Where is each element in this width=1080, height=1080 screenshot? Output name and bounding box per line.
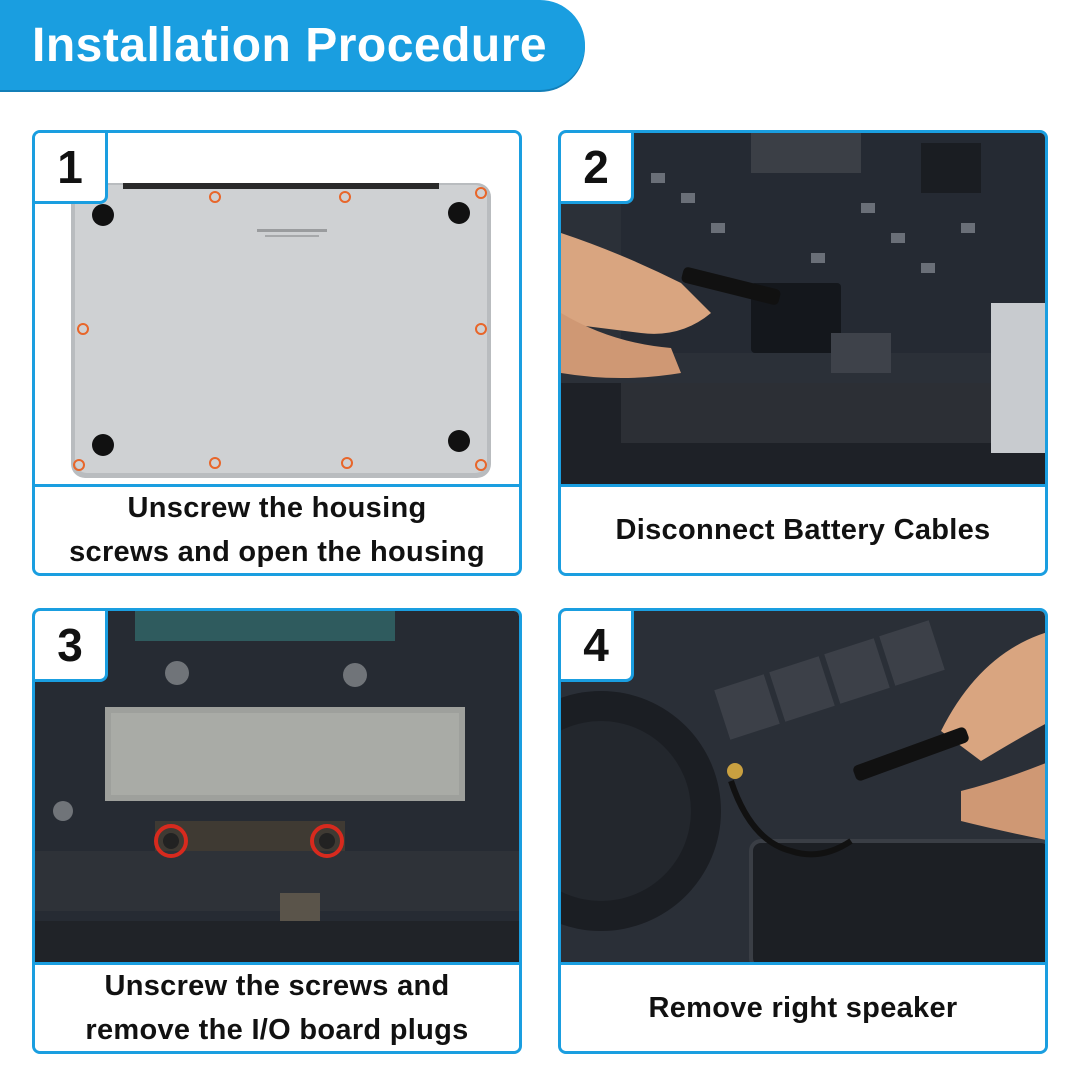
step-2-photo xyxy=(561,133,1045,490)
step-1-panel: 1 Unscrew the housing screws and open th… xyxy=(32,130,522,576)
step-2-panel: 2 Disconnect Battery Cables xyxy=(558,130,1048,576)
title-banner: Installation Procedure xyxy=(0,0,585,90)
step-3-number-badge: 3 xyxy=(35,611,108,682)
step-3-caption-line-1: Unscrew the screws and xyxy=(104,970,450,1002)
step-4-caption: Remove right speaker xyxy=(561,962,1045,1051)
step-1-number: 1 xyxy=(57,141,83,193)
step-2-caption-line-1: Disconnect Battery Cables xyxy=(615,514,991,546)
step-3-panel: 3 Unscrew the screws and remove the I/O … xyxy=(32,608,522,1054)
step-3-caption: Unscrew the screws and remove the I/O bo… xyxy=(35,962,519,1051)
step-4-caption-line-1: Remove right speaker xyxy=(648,992,958,1024)
step-3-photo xyxy=(35,611,519,968)
step-2-caption: Disconnect Battery Cables xyxy=(561,484,1045,573)
step-1-number-badge: 1 xyxy=(35,133,108,204)
step-4-photo xyxy=(561,611,1045,968)
step-4-number: 4 xyxy=(583,619,609,671)
page-title: Installation Procedure xyxy=(32,19,548,72)
step-1-photo xyxy=(35,133,519,490)
step-4-panel: 4 Remove right speaker xyxy=(558,608,1048,1054)
step-1-caption-line-2: screws and open the housing xyxy=(69,536,485,568)
step-3-caption-line-2: remove the I/O board plugs xyxy=(85,1014,469,1046)
step-1-caption-line-1: Unscrew the housing xyxy=(127,492,427,524)
step-2-number: 2 xyxy=(583,141,609,193)
step-3-number: 3 xyxy=(57,619,83,671)
step-4-number-badge: 4 xyxy=(561,611,634,682)
step-2-number-badge: 2 xyxy=(561,133,634,204)
step-1-caption: Unscrew the housing screws and open the … xyxy=(35,484,519,573)
